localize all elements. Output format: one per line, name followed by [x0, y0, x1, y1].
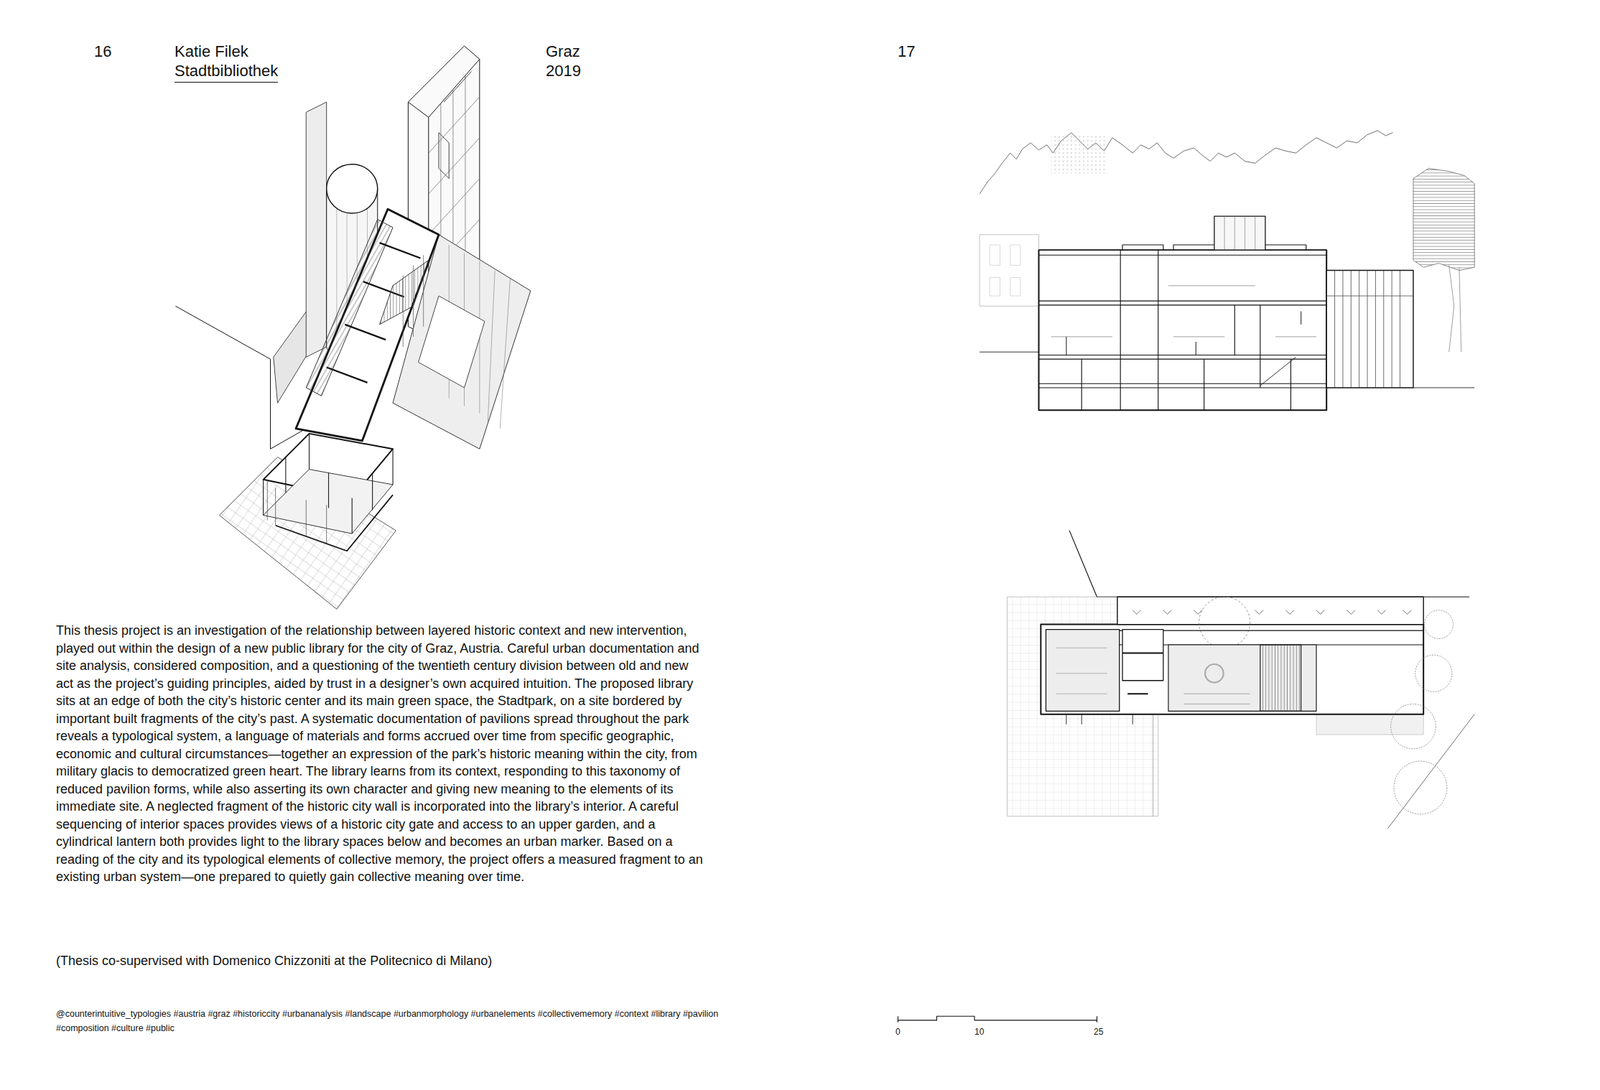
supervision-note: (Thesis co-supervised with Domenico Chiz…	[56, 952, 775, 971]
scale-bar	[897, 1016, 1097, 1023]
scale-label: 25	[1093, 1026, 1104, 1038]
page-number: 17	[897, 41, 915, 62]
project-description: This thesis project is an investigation …	[56, 621, 706, 887]
project-title: Stadtbibliothek	[174, 61, 278, 83]
building-section	[979, 130, 1475, 411]
year: 2019	[545, 61, 581, 82]
scale-label: 0	[895, 1026, 901, 1038]
scale-label: 10	[974, 1026, 984, 1038]
floor-plan	[1006, 530, 1475, 829]
city-name: Graz	[545, 41, 581, 62]
author-name: Katie Filek	[174, 41, 249, 62]
page-number: 16	[94, 41, 112, 62]
hashtags: @counterintuitive_typologies #austria #g…	[56, 1006, 724, 1036]
axonometric-drawing	[175, 45, 530, 609]
